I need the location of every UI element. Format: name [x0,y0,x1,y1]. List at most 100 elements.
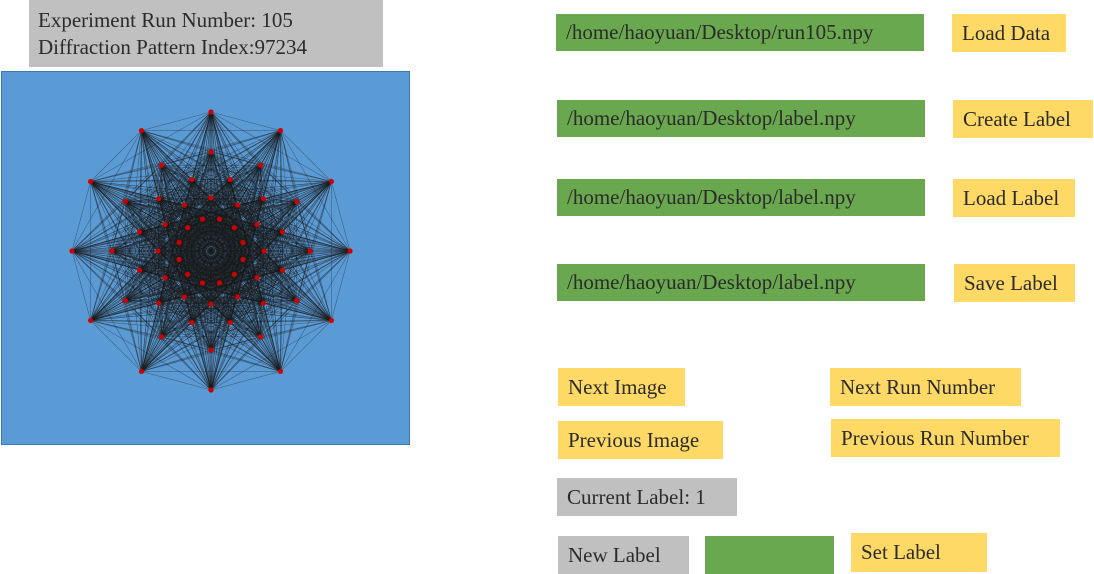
pattern-line [242,242,265,252]
pattern-line [202,165,261,284]
pattern-line [164,224,193,323]
pattern-line [179,201,297,243]
pattern-line [90,181,332,321]
pattern-line [210,231,283,305]
pattern-line [184,204,264,304]
pattern-line [179,259,297,301]
pattern-line [202,277,257,284]
pattern-line [139,204,238,233]
pattern-line [210,111,351,252]
create-label-path-field[interactable]: /home/haoyuan/Desktop/label.npy [557,100,925,137]
pattern-line [234,231,283,275]
pattern-line [210,197,311,252]
pattern-line [161,165,180,260]
pattern-line [125,179,192,202]
pattern-line [282,231,332,321]
pattern-line [256,130,281,225]
pattern-dot [185,225,191,231]
previous-run-number-button[interactable]: Previous Run Number [831,419,1060,457]
pattern-line [71,250,180,260]
pattern-line [202,218,332,321]
pattern-line [161,282,203,337]
pattern-line [157,250,243,260]
pattern-line [164,224,188,275]
pattern-line [210,111,265,252]
pattern-line [165,224,283,233]
create-label-button[interactable]: Create Label [953,100,1093,138]
pattern-line [210,197,332,321]
pattern-line [165,269,283,278]
diffraction-image-view[interactable] [1,71,410,445]
pattern-line [219,165,261,283]
pattern-dot [208,301,214,307]
pattern-line [90,181,159,304]
pattern-line [202,218,244,260]
pattern-line [158,231,283,304]
data-path-field[interactable]: /home/haoyuan/Desktop/run105.npy [556,14,924,51]
pattern-line [164,224,264,304]
load-data-button[interactable]: Load Data [952,14,1066,52]
pattern-line [161,165,297,301]
pattern-line [260,320,332,337]
pattern-line [125,250,311,301]
save-label-button[interactable]: Save Label [954,264,1075,302]
set-label-button[interactable]: Set Label [851,533,987,572]
pattern-line [139,231,235,275]
pattern-line [165,218,203,225]
pattern-line [210,250,265,391]
save-label-path-field[interactable]: /home/haoyuan/Desktop/label.npy [557,264,925,301]
pattern-line [202,282,212,351]
load-label-button[interactable]: Load Label [953,179,1075,217]
pattern-line [161,165,188,228]
pattern-line [161,250,311,337]
pattern-line [242,181,332,243]
pattern-line [90,181,261,337]
pattern-line [178,259,261,337]
pattern-line [90,181,235,228]
pattern-line [187,274,212,391]
new-label-input[interactable] [705,536,834,574]
pattern-line [191,179,244,243]
pattern-line [178,242,220,284]
pattern-line [125,201,159,252]
pattern-line [164,201,297,278]
pattern-line [139,151,212,271]
pattern-line [187,201,297,275]
pattern-line [141,274,188,372]
pattern-line [187,242,244,275]
pattern-line [157,250,180,260]
pattern-line [71,250,188,275]
pattern-line [157,250,261,337]
pattern-line [184,204,332,321]
pattern-line [210,197,258,225]
pattern-line [164,224,332,321]
next-run-number-button[interactable]: Next Run Number [830,368,1021,406]
pattern-line [242,250,265,260]
pattern-line [237,205,281,372]
pattern-dot [208,109,214,115]
previous-image-button[interactable]: Previous Image [558,421,723,459]
pattern-line [280,300,297,372]
pattern-line [139,204,185,271]
pattern-line [191,179,238,298]
pattern-line [157,111,212,252]
load-label-path-field[interactable]: /home/haoyuan/Desktop/label.npy [557,179,925,216]
pattern-line [157,250,238,298]
pattern-line [202,179,231,220]
pattern-line [191,179,203,220]
pattern-line [242,242,264,304]
next-image-button[interactable]: Next Image [558,368,685,406]
pattern-line [256,130,281,278]
pattern-line [125,201,185,206]
pattern-line [280,250,351,372]
pattern-line [178,218,203,260]
pattern-line [139,269,220,284]
pattern-line [184,282,203,298]
pattern-line [161,336,212,351]
pattern-line [90,181,113,252]
pattern-line [210,277,258,305]
pattern-line [141,227,235,372]
pattern-line [234,274,264,304]
pattern-line [237,204,351,252]
pattern-line [141,130,297,202]
